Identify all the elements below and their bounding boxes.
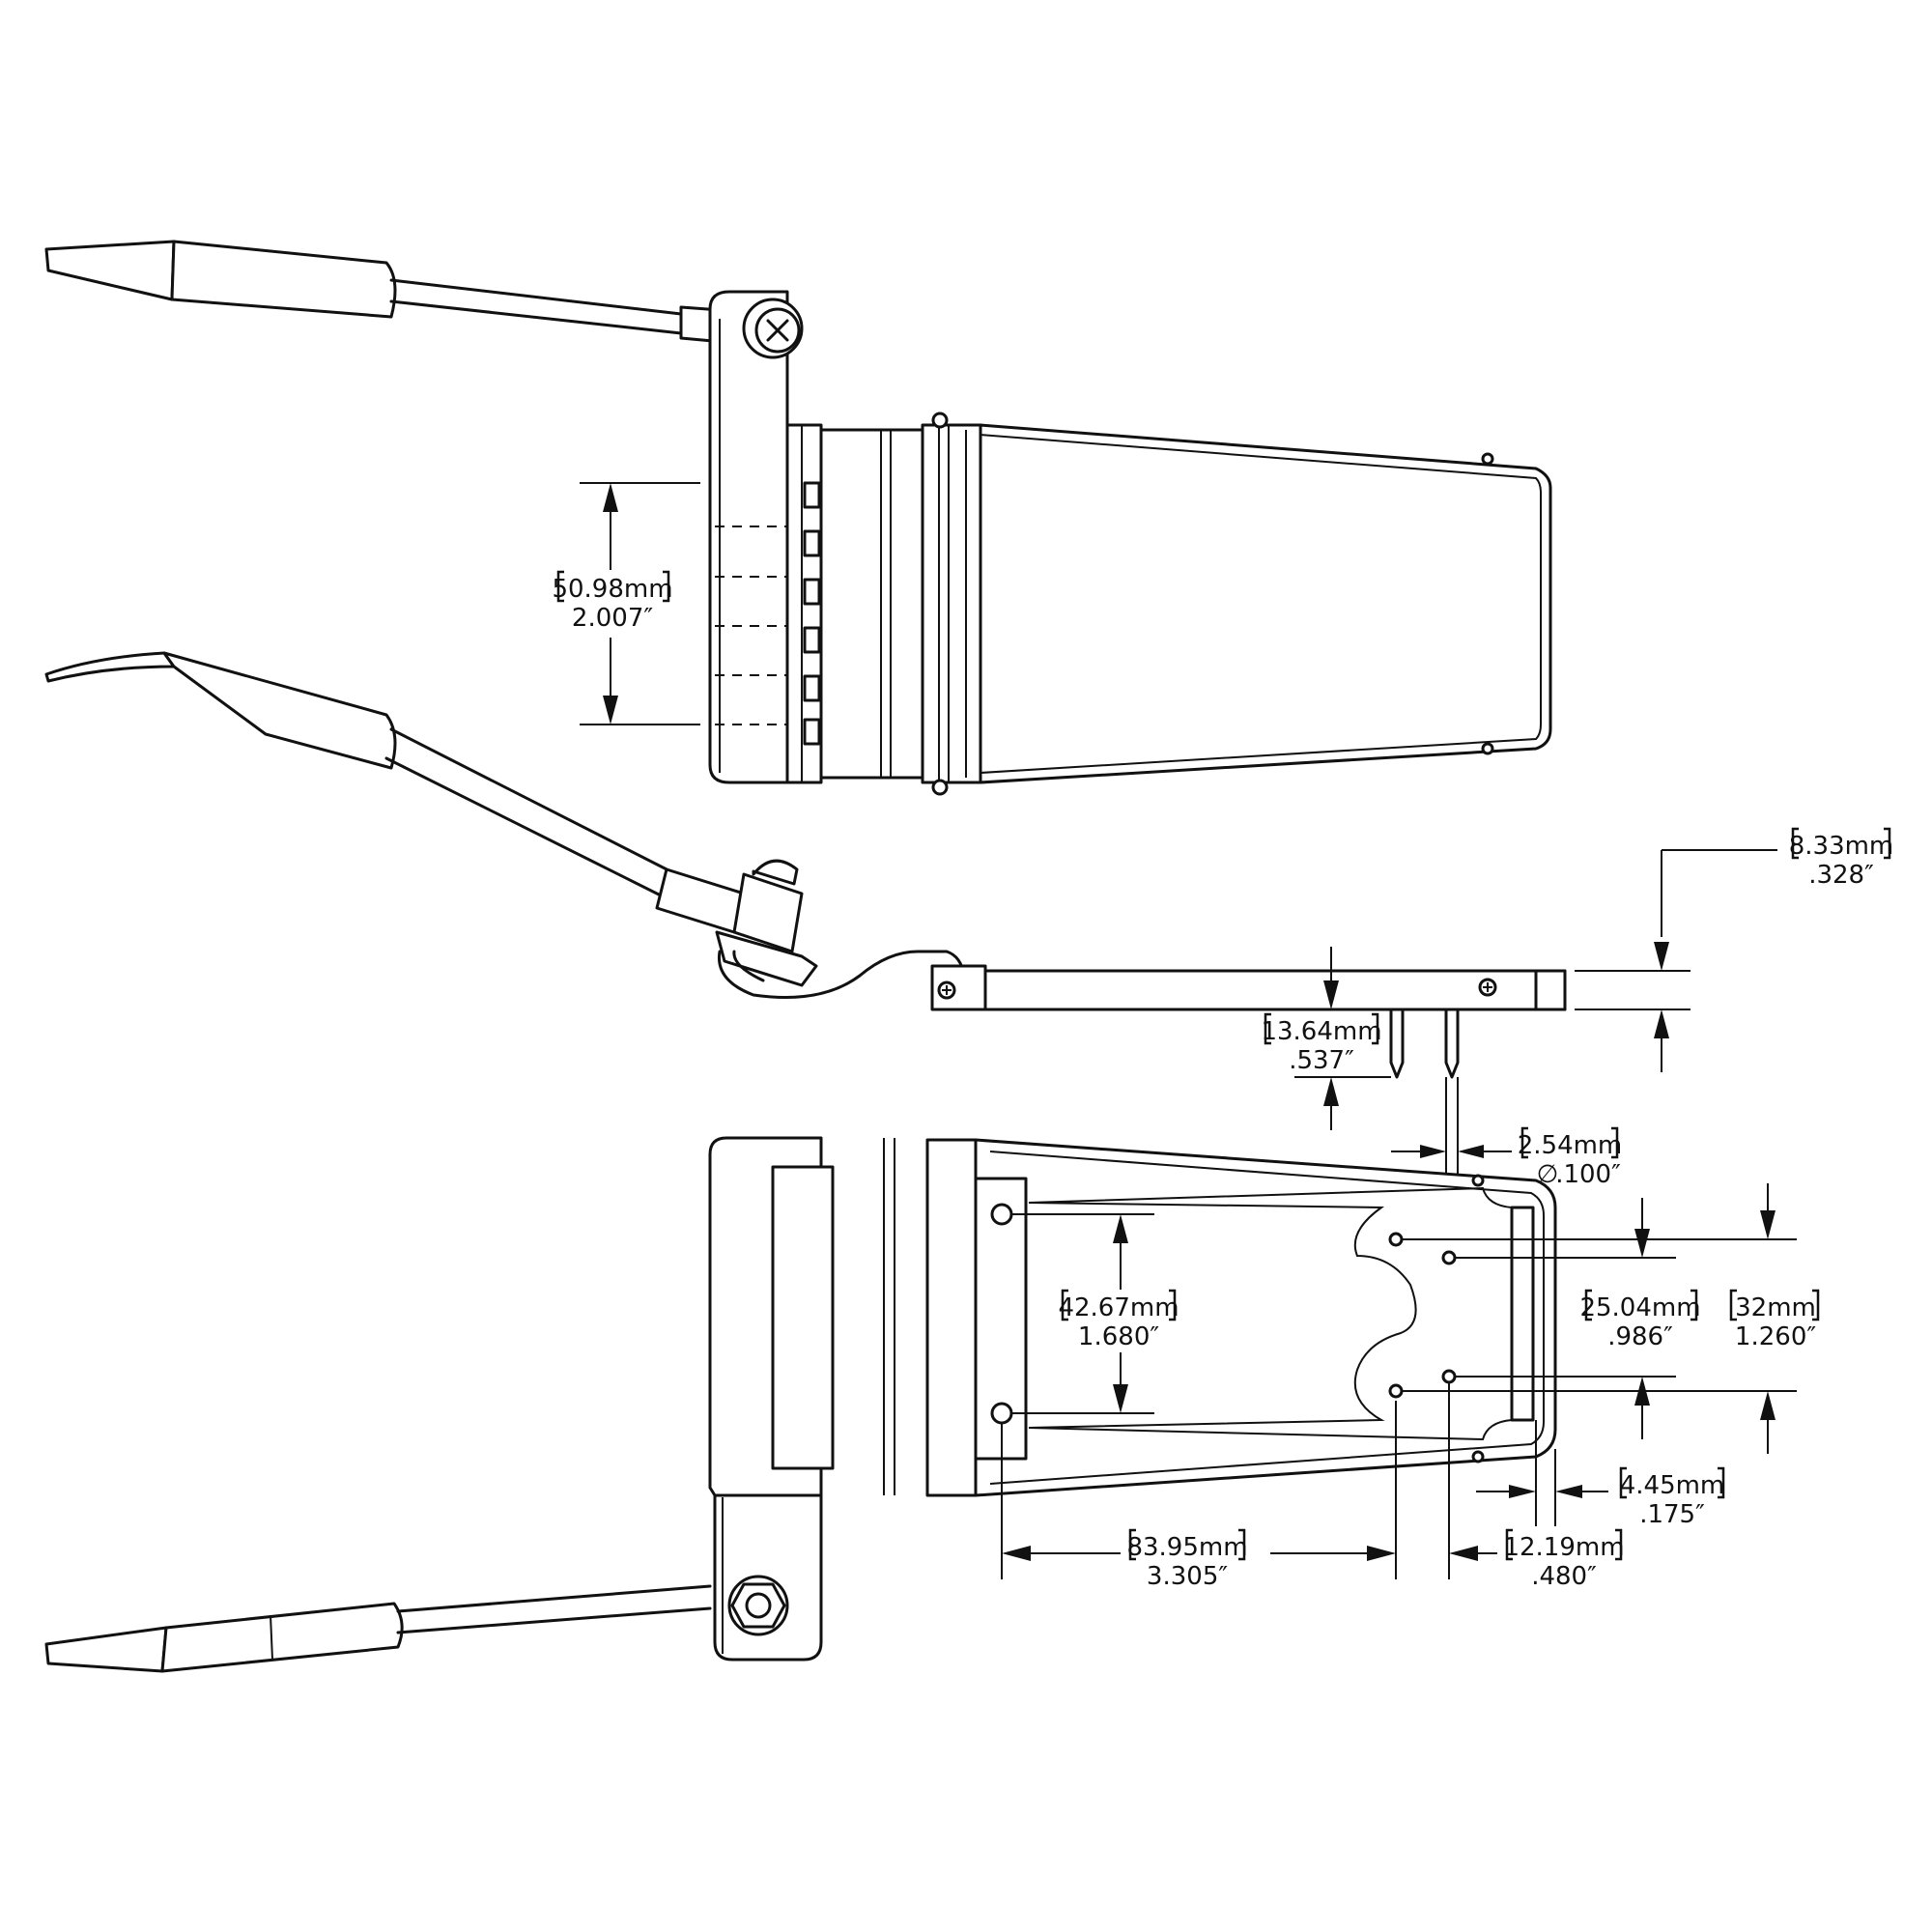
dimension-screw-length: 13.64mm .537″ (1261, 947, 1391, 1130)
dimension-screw-diameter: 2.54mm ∅ .100″ (1391, 1077, 1622, 1189)
tailpiece-body-side (983, 969, 1567, 1011)
dim-hinge-to-holes-mm: 83.95mm (1126, 1533, 1247, 1562)
dim-inner-hole-spacing-inch: .986″ (1607, 1322, 1673, 1351)
phillips-screw-icon (937, 980, 956, 1000)
tremolo-arm-swung (44, 651, 746, 934)
dim-outer-hole-spacing-inch: 1.260″ (1735, 1322, 1816, 1351)
dim-outer-hole-spacing-mm: 32mm (1735, 1293, 1816, 1322)
dim-edge-offset-mm: 4.45mm (1620, 1471, 1725, 1500)
dim-height-inch: .328″ (1808, 861, 1874, 890)
dimension-hinge-to-holes: 83.95mm 3.305″ (1001, 1401, 1397, 1591)
dimension-hole-row-offset: 12.19mm .480″ (1448, 1383, 1625, 1591)
dimension-outer-hole-spacing: 32mm 1.260″ (1729, 1183, 1820, 1454)
dim-screw-diameter-inch: .100″ (1555, 1160, 1621, 1189)
contoured-plate (1028, 1186, 1513, 1441)
tailpiece-body-top (979, 423, 1552, 784)
dim-string-spread-mm: 50.98mm (552, 575, 672, 604)
dim-hinge-hole-spacing-mm: 42.67mm (1058, 1293, 1179, 1322)
dimension-string-spread: 50.98mm 2.007″ (552, 482, 700, 725)
dim-screw-length-mm: 13.64mm (1261, 1017, 1381, 1046)
hex-nut-icon (727, 1575, 789, 1636)
tremolo-arm-bottom (44, 1584, 712, 1673)
string-slots (785, 423, 823, 784)
dimension-edge-offset: 4.45mm .175″ (1476, 1420, 1724, 1529)
dim-inner-hole-spacing-mm: 25.04mm (1579, 1293, 1700, 1322)
dimension-hinge-hole-spacing: 42.67mm 1.680″ (1011, 1213, 1179, 1414)
phillips-screw-icon (742, 298, 804, 359)
arm-clamp (732, 872, 804, 953)
mounting-screws (1389, 1008, 1460, 1079)
dimension-height: 8.33mm .328″ (1575, 827, 1894, 1072)
dim-string-spread-inch: 2.007″ (572, 604, 653, 633)
dim-screw-diameter-mm: 2.54mm (1518, 1131, 1623, 1160)
side-view: 8.33mm .328″ 13.64mm .537″ 2.54mm (44, 651, 1894, 1189)
top-view: 50.98mm 2.007″ (44, 240, 1552, 796)
bottom-view: 42.67mm 1.680″ 25.04mm .986″ 32mm (44, 1136, 1820, 1673)
dim-hole-row-offset-inch: .480″ (1531, 1562, 1597, 1591)
tremolo-arm-top (44, 240, 736, 345)
hinge-plate-top (708, 290, 789, 784)
dim-hole-row-offset-mm: 12.19mm (1503, 1533, 1624, 1562)
dim-screw-length-inch: .537″ (1289, 1046, 1354, 1075)
mounting-holes (1388, 1232, 1457, 1399)
phillips-screw-icon (1478, 978, 1497, 997)
dim-edge-offset-inch: .175″ (1639, 1500, 1705, 1529)
dim-height-mm: 8.33mm (1789, 832, 1894, 861)
dim-hinge-hole-spacing-inch: 1.680″ (1078, 1322, 1159, 1351)
dimension-inner-hole-spacing: 25.04mm .986″ (1403, 1198, 1797, 1439)
string-centerlines (715, 526, 787, 725)
dim-hinge-to-holes-inch: 3.305″ (1147, 1562, 1228, 1591)
